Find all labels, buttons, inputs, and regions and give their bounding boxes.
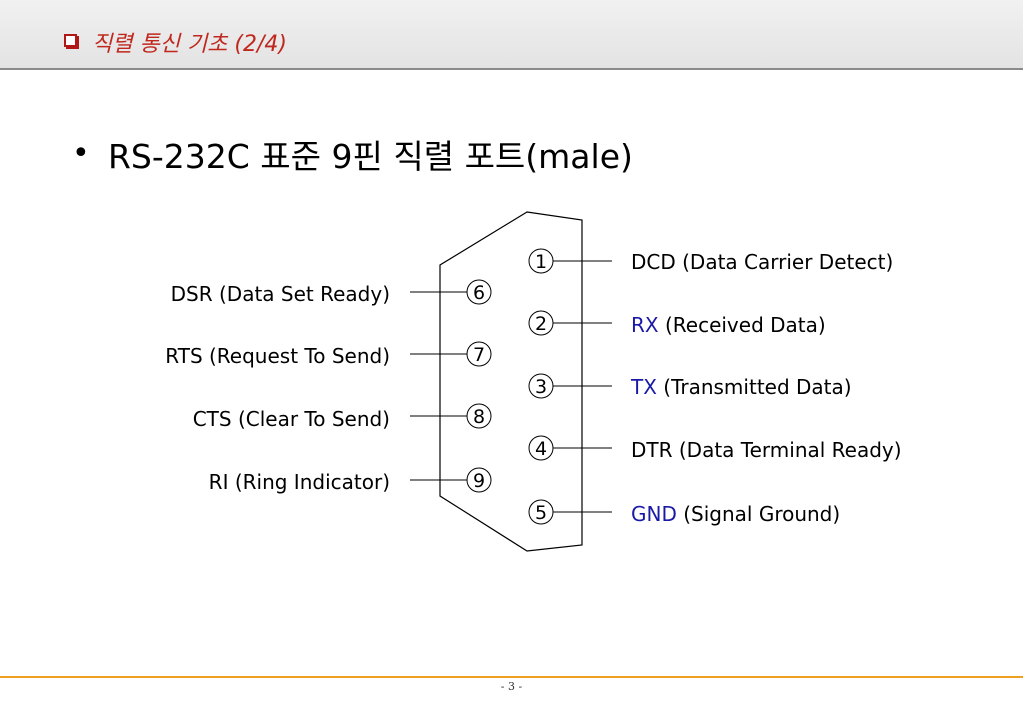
- pin-abbr: DCD: [631, 250, 676, 274]
- pin-4-circle: 4: [528, 435, 554, 461]
- pin-label-rx: RX (Received Data): [631, 313, 826, 337]
- pin-number: 7: [473, 344, 485, 366]
- pin-8-circle: 8: [466, 403, 492, 429]
- page-number: - 3 -: [500, 680, 523, 693]
- pin-desc: (Signal Ground): [683, 502, 841, 526]
- pin-number: 4: [535, 438, 547, 460]
- slide-header: 직렬 통신 기초 (2/4): [0, 0, 1023, 70]
- pin-6-circle: 6: [466, 279, 492, 305]
- pin-desc: (Data Terminal Ready): [678, 438, 902, 462]
- pin-number: 6: [473, 282, 485, 304]
- pin-label-rts: RTS (Request To Send): [165, 344, 390, 368]
- checkbox-bullet-icon: [64, 34, 77, 47]
- pin-label-dsr: DSR (Data Set Ready): [170, 282, 390, 306]
- main-title: RS-232C 표준 9핀 직렬 포트(male): [108, 137, 633, 176]
- pin-number: 5: [535, 502, 547, 524]
- pin-label-gnd: GND (Signal Ground): [631, 502, 840, 526]
- pin-label-tx: TX (Transmitted Data): [631, 375, 852, 399]
- pin-desc: (Data Carrier Detect): [682, 250, 894, 274]
- pin-number: 1: [535, 251, 547, 273]
- pin-desc: (Transmitted Data): [663, 375, 852, 399]
- pin-label-ri: RI (Ring Indicator): [208, 470, 390, 494]
- pin-abbr: TX: [631, 375, 657, 399]
- pin-number: 2: [535, 313, 547, 335]
- pin-label-dtr: DTR (Data Terminal Ready): [631, 438, 902, 462]
- pin-5-circle: 5: [528, 499, 554, 525]
- pin-9-circle: 9: [466, 467, 492, 493]
- footer-divider: [0, 676, 1023, 678]
- header-title: 직렬 통신 기초 (2/4): [92, 32, 287, 57]
- pin-2-circle: 2: [528, 310, 554, 336]
- pin-1-circle: 1: [528, 248, 554, 274]
- pin-label-cts: CTS (Clear To Send): [192, 407, 390, 431]
- pin-label-dcd: DCD (Data Carrier Detect): [631, 250, 893, 274]
- pin-desc: (Received Data): [664, 313, 826, 337]
- pin-abbr: RX: [631, 313, 659, 337]
- main-bullet: •: [72, 136, 90, 171]
- pin-abbr: DTR: [631, 438, 673, 462]
- pin-3-circle: 3: [528, 373, 554, 399]
- pin-number: 3: [535, 376, 547, 398]
- pin-abbr: GND: [631, 502, 677, 526]
- connector-outline: [439, 211, 583, 552]
- pin-number: 8: [473, 406, 485, 428]
- pin-7-circle: 7: [466, 341, 492, 367]
- pin-number: 9: [473, 470, 485, 492]
